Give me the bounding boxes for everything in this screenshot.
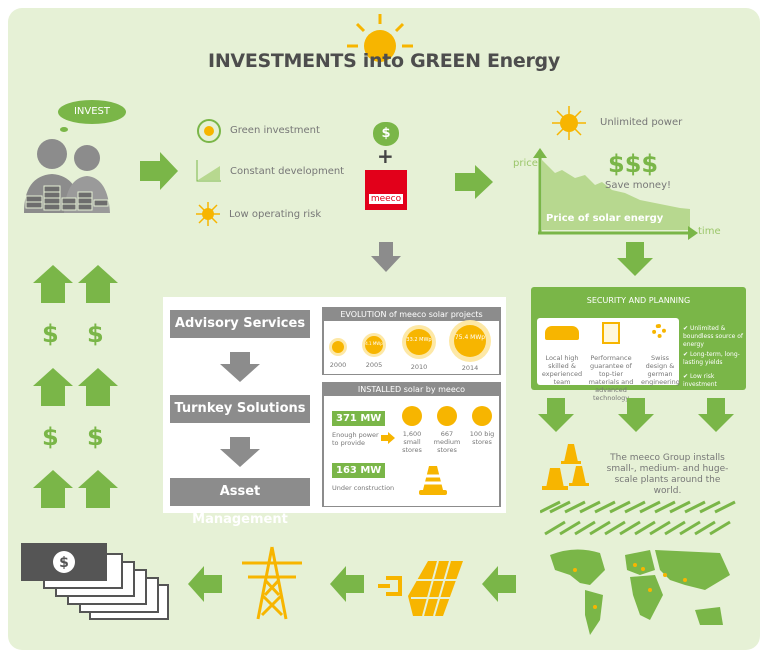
arrow-left-icon bbox=[482, 566, 516, 602]
sun-2005: 4.1 MWp bbox=[365, 336, 383, 354]
check-item: Unlimited & boundless source of energy bbox=[683, 325, 744, 348]
y-axis-label: price bbox=[513, 158, 538, 169]
arrow-right-icon bbox=[381, 432, 395, 444]
arrow-down-icon bbox=[220, 437, 260, 467]
solar-fields-icon bbox=[540, 500, 736, 536]
year-label: 2014 bbox=[461, 364, 479, 372]
year-label: 2000 bbox=[329, 361, 347, 369]
area-label: Price of solar energy bbox=[546, 213, 664, 224]
sun-2014: 75.4 MWp bbox=[454, 325, 486, 357]
service-turnkey: Turnkey Solutions bbox=[170, 395, 310, 423]
sun-icon bbox=[196, 202, 220, 226]
installed-title: INSTALLED solar by meeco bbox=[324, 384, 499, 395]
dollar-icon: $ bbox=[42, 423, 59, 451]
house-arrow-icon bbox=[33, 265, 73, 303]
arrow-down-icon bbox=[538, 398, 574, 432]
dollar-icon: $ bbox=[87, 423, 104, 451]
sun-2010: 33.2 MWp bbox=[406, 329, 432, 355]
arrow-down-icon bbox=[371, 242, 401, 272]
save-money-label: Save money! bbox=[605, 180, 672, 191]
price-chart bbox=[533, 148, 698, 240]
security-item: Local high skilled & experienced team bbox=[541, 354, 583, 386]
sun-icon bbox=[552, 106, 586, 140]
arrow-right-icon bbox=[455, 165, 493, 199]
arrow-left-icon bbox=[188, 566, 222, 602]
house-arrow-icon bbox=[78, 368, 118, 406]
installed-panel: INSTALLED solar by meeco 371 MW Enough p… bbox=[322, 382, 501, 507]
check-item: Low risk investment bbox=[683, 373, 717, 388]
thought-dot bbox=[60, 127, 68, 132]
meeco-logo: meeco bbox=[365, 170, 407, 210]
dollar-icon: $ bbox=[42, 320, 59, 348]
installed-desc: Enough power to provide bbox=[332, 431, 379, 447]
check-item: Long-term, long-lasting yields bbox=[683, 351, 740, 366]
arrow-down-icon bbox=[617, 242, 653, 276]
arrow-left-icon bbox=[330, 566, 364, 602]
building-icon bbox=[437, 406, 457, 426]
store-count: 667 medium stores bbox=[433, 430, 461, 454]
benefit-label: Low operating risk bbox=[229, 209, 322, 220]
benefit-label: Green investment bbox=[230, 125, 320, 136]
group-description: The meeco Group installs small-, medium-… bbox=[606, 453, 729, 496]
arrow-right-icon bbox=[140, 152, 178, 190]
dollar-symbol: $ bbox=[59, 555, 69, 571]
construction-desc: Under construction bbox=[332, 484, 395, 492]
page-title: INVESTMENTS into GREEN Energy bbox=[208, 50, 560, 72]
brand-name: meeco bbox=[368, 194, 404, 204]
house-arrow-icon bbox=[78, 470, 118, 508]
year-label: 2010 bbox=[410, 363, 428, 371]
security-items: Local high skilled & experienced team Pe… bbox=[537, 318, 680, 402]
evolution-panel: EVOLUTION of meeco solar projects 2000 4… bbox=[322, 307, 501, 375]
arrow-down-icon bbox=[618, 398, 654, 432]
growth-chart-icon bbox=[196, 160, 221, 182]
money-bag-icon: $ bbox=[373, 122, 399, 146]
traffic-cones-icon bbox=[542, 444, 589, 490]
house-icon bbox=[402, 406, 422, 426]
plus-sign: + bbox=[377, 144, 394, 168]
store-count: 1,600 small stores bbox=[402, 430, 422, 454]
green-cycle-icon bbox=[197, 119, 221, 143]
construction-mw: 163 MW bbox=[332, 463, 386, 478]
evolution-title: EVOLUTION of meeco solar projects bbox=[324, 309, 499, 320]
unlimited-power-label: Unlimited power bbox=[600, 117, 683, 128]
power-pylon-icon bbox=[242, 546, 302, 620]
certificate-icon bbox=[602, 322, 620, 344]
traffic-cone-icon bbox=[419, 466, 447, 495]
sun-2000 bbox=[332, 341, 344, 353]
service-asset-management: Asset Management bbox=[170, 478, 310, 527]
factory-icon bbox=[472, 406, 492, 426]
sun-icon bbox=[347, 14, 413, 62]
team-icon bbox=[545, 326, 579, 340]
store-count: 100 big stores bbox=[469, 430, 495, 446]
dollars: $$$ bbox=[608, 150, 659, 178]
security-title: SECURITY AND PLANNING bbox=[586, 296, 691, 305]
house-arrow-icon bbox=[78, 265, 118, 303]
banknotes-icon: $ bbox=[21, 543, 169, 620]
service-advisory: Advisory Services bbox=[170, 310, 310, 338]
world-map-icon bbox=[550, 549, 730, 635]
security-item: Swiss design & german engineering bbox=[641, 354, 680, 386]
house-arrow-icon bbox=[33, 368, 73, 406]
gears-icon bbox=[652, 324, 666, 338]
arrow-down-icon bbox=[698, 398, 734, 432]
benefit-label: Constant development bbox=[230, 166, 345, 177]
installed-mw: 371 MW bbox=[332, 411, 386, 426]
arrow-down-icon bbox=[220, 352, 260, 382]
dollar-icon: $ bbox=[87, 320, 104, 348]
solar-panel-plug-icon bbox=[378, 560, 463, 617]
house-arrow-icon bbox=[33, 470, 73, 508]
services-panel: Advisory Services Turnkey Solutions Asse… bbox=[163, 297, 506, 527]
security-item: Performance guarantee of top-tier materi… bbox=[588, 354, 634, 402]
year-label: 2005 bbox=[365, 361, 383, 369]
invest-bubble: INVEST bbox=[58, 100, 126, 124]
x-axis-label: time bbox=[698, 226, 721, 237]
investors-icon bbox=[24, 139, 110, 213]
security-panel: SECURITY AND PLANNING Local high skilled… bbox=[531, 287, 746, 402]
